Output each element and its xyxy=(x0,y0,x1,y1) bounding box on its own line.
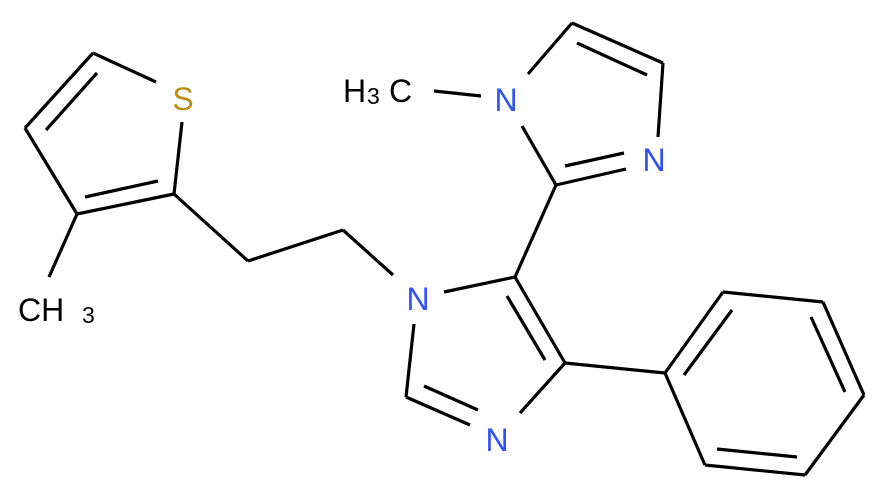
n-methyl-label: H 3 C xyxy=(343,73,412,109)
phenyl-bond xyxy=(564,361,666,375)
central-imidazole-ring xyxy=(404,275,567,427)
thiophene-methyl-label: CH 3 xyxy=(18,292,95,328)
sulfur-atom-label: S xyxy=(172,81,193,117)
thiophene-ring xyxy=(23,51,184,216)
ethylene-linker xyxy=(172,192,395,277)
methylimidazole-ring xyxy=(520,21,665,187)
nitrogen-atom-label-n3-imidazole: N xyxy=(485,422,508,458)
thiophene-methyl-bond xyxy=(47,213,79,278)
nitrogen-atom-label-n1-imidazole: N xyxy=(406,281,429,317)
methyl-subscript: 3 xyxy=(82,302,95,328)
biaryl-bond xyxy=(513,184,558,278)
phenyl-ring xyxy=(663,290,866,477)
methyl-main-text: CH xyxy=(18,292,64,328)
n-methyl-bond xyxy=(433,89,482,98)
nitrogen-atom-label-n3-methylimidazole: N xyxy=(642,142,665,178)
nitrogen-atom-label-n1-methylimidazole: N xyxy=(494,82,517,118)
n-methyl-h-text: H xyxy=(343,73,366,109)
n-methyl-c-text: C xyxy=(389,73,412,109)
n-methyl-subscript: 3 xyxy=(367,83,380,109)
